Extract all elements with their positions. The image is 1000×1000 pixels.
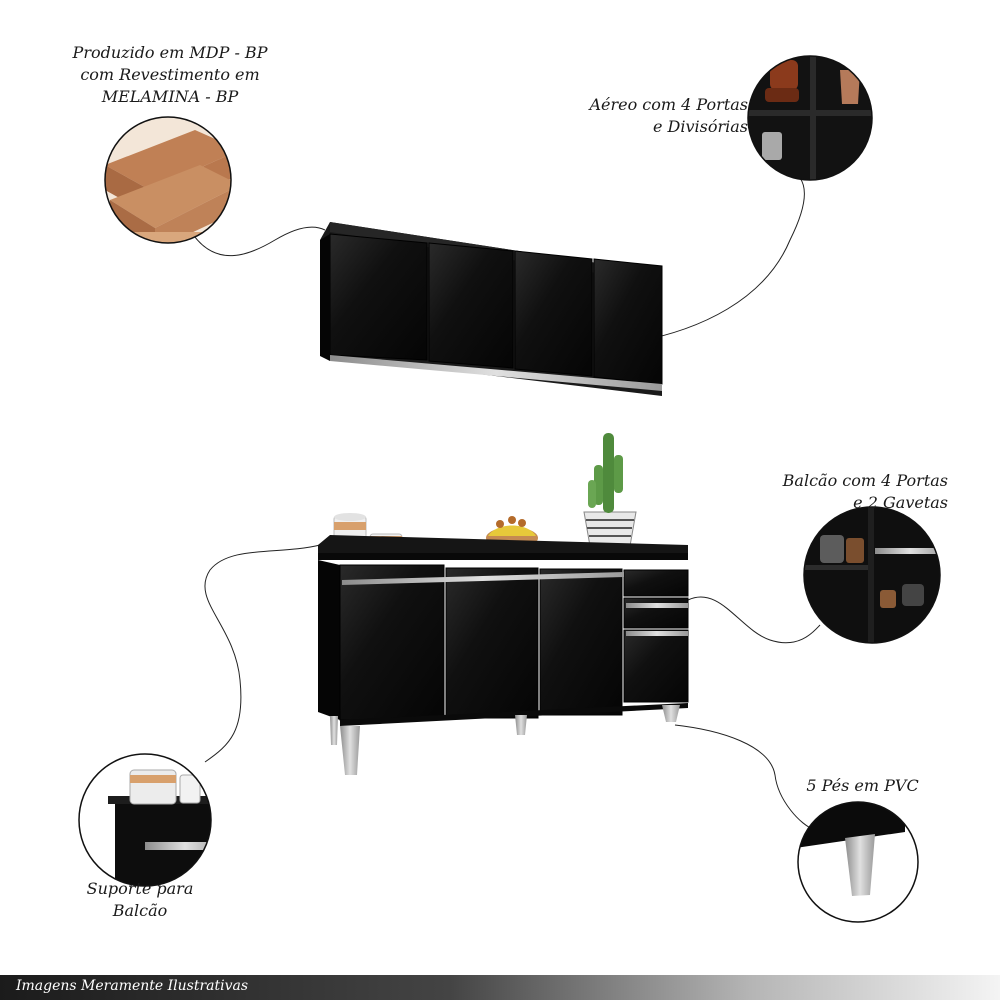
upper-cabinet-caption: Aéreo com 4 Portas e Divisórias xyxy=(583,94,748,138)
foot-1 xyxy=(340,726,360,775)
support-caption: Suporte para Balcão xyxy=(70,878,210,922)
material-caption-line-2: com Revestimento em xyxy=(80,65,260,84)
counter-drawer-bottom xyxy=(623,629,689,703)
counter-interior-detail-icon xyxy=(803,506,941,644)
counter-drawer-top xyxy=(623,569,689,597)
leader-lines xyxy=(189,177,821,831)
upper-door-1 xyxy=(329,233,428,361)
upper-door-3 xyxy=(514,250,593,377)
leader-line-upper xyxy=(634,177,805,343)
counter-support-detail-icon xyxy=(78,753,212,887)
counter-drawer-middle xyxy=(623,597,689,629)
foot-2 xyxy=(515,715,527,735)
mdp-board-sample-icon xyxy=(104,116,232,244)
counter-caption-line-2: e 2 Gavetas xyxy=(853,493,948,512)
foot-3 xyxy=(662,705,680,722)
counter-door-2 xyxy=(445,567,539,719)
disclaimer-text: Imagens Meramente Ilustrativas xyxy=(16,978,249,994)
base-counter xyxy=(318,535,689,775)
support-caption-line-1: Suporte para xyxy=(86,879,194,898)
pvc-foot-detail-icon xyxy=(797,801,919,923)
counter-door-3 xyxy=(539,568,623,716)
upper-handle-strip xyxy=(330,355,662,391)
material-caption: Produzido em MDP - BP com Revestimento e… xyxy=(65,42,275,108)
upper-door-4 xyxy=(593,258,663,385)
leader-line-feet xyxy=(674,724,816,831)
counter-caption-line-1: Balcão com 4 Portas xyxy=(782,471,948,490)
support-caption-line-2: Balcão xyxy=(112,901,168,920)
upper-cabinet-caption-line-2: e Divisórias xyxy=(652,117,748,136)
shelf-interior-detail-icon xyxy=(747,55,873,181)
leader-line-counter xyxy=(687,596,821,644)
counter-door-1 xyxy=(339,564,445,721)
foot-4 xyxy=(330,716,338,745)
leader-line-material xyxy=(189,226,326,257)
upper-door-2 xyxy=(428,242,514,369)
material-caption-line-1: Produzido em MDP - BP xyxy=(72,43,268,62)
feet-caption: 5 Pés em PVC xyxy=(800,775,925,797)
feet-caption-line-1: 5 Pés em PVC xyxy=(806,776,919,795)
upper-cabinet-caption-line-1: Aéreo com 4 Portas xyxy=(589,95,748,114)
upper-cabinet xyxy=(320,222,663,396)
leader-line-support xyxy=(204,544,321,763)
disclaimer-bar: Imagens Meramente Ilustrativas xyxy=(0,975,1000,1000)
counter-caption: Balcão com 4 Portas e 2 Gavetas xyxy=(770,470,948,514)
material-caption-line-3: MELAMINA - BP xyxy=(101,87,239,106)
